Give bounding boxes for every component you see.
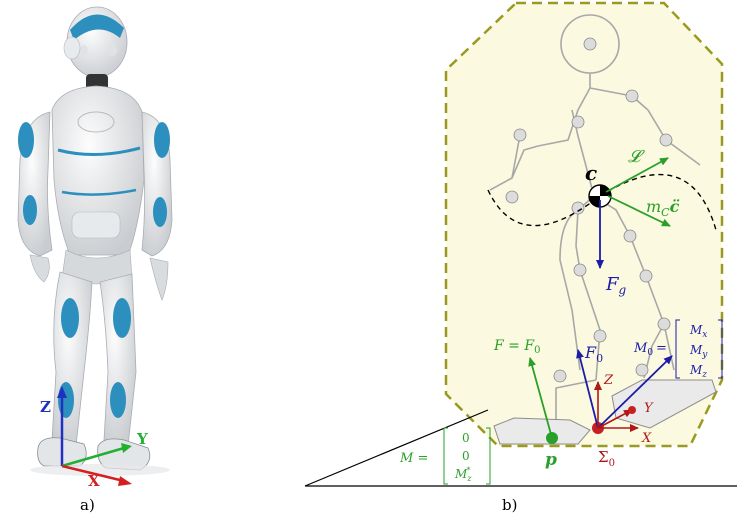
robot-illustration: Z Y X xyxy=(17,6,173,490)
zmp-label: p xyxy=(545,450,557,470)
svg-text:0: 0 xyxy=(462,449,470,463)
panel-b-label: b) xyxy=(502,496,518,514)
gravity-label: Fg xyxy=(605,274,627,297)
angular-momentum-arrow xyxy=(605,157,669,193)
convex-hull xyxy=(444,1,724,448)
m0-arrow xyxy=(597,355,673,429)
inertial-force-arrow xyxy=(607,195,671,227)
left-foot xyxy=(493,417,591,445)
x-axis-label: X xyxy=(88,472,100,490)
robot-torso xyxy=(51,85,145,256)
svg-text:Mx: Mx xyxy=(689,323,707,340)
frame-y-arrow xyxy=(597,409,633,429)
z-axis-label: Z xyxy=(40,398,51,416)
svg-text:M0=: M0= xyxy=(633,341,667,358)
contact-force-label: F = F0 xyxy=(493,338,540,356)
svg-text:Mz*: Mz* xyxy=(454,466,472,483)
sigma-label: Σ0 xyxy=(598,448,615,469)
panel-a-label: a) xyxy=(80,496,95,514)
f0-label: F0 xyxy=(584,343,603,365)
contact-moment-vector: M = 0 0 Mz* xyxy=(399,427,491,485)
contact-force-arrow xyxy=(528,357,553,439)
slope-line xyxy=(304,409,489,487)
svg-text:My: My xyxy=(689,343,708,360)
frame-x-label: X xyxy=(641,431,652,446)
svg-text:M =: M = xyxy=(399,451,428,466)
x-axis-arrow xyxy=(61,464,125,483)
f0-arrow xyxy=(576,349,599,429)
inertial-force-label: mCc̈ xyxy=(646,197,680,219)
frame-z-label: Z xyxy=(603,373,614,388)
svg-text:0: 0 xyxy=(462,431,470,445)
m0-vector: M0= Mx My Mz xyxy=(633,319,723,380)
com-label: c xyxy=(585,161,597,185)
frame-y-label: Y xyxy=(644,401,654,416)
y-axis-arrow xyxy=(61,446,125,468)
svg-text:Mz: Mz xyxy=(689,363,707,380)
robot-right-foot xyxy=(97,438,151,471)
y-axis-label: Y xyxy=(136,430,148,448)
zmp-point xyxy=(546,432,558,444)
